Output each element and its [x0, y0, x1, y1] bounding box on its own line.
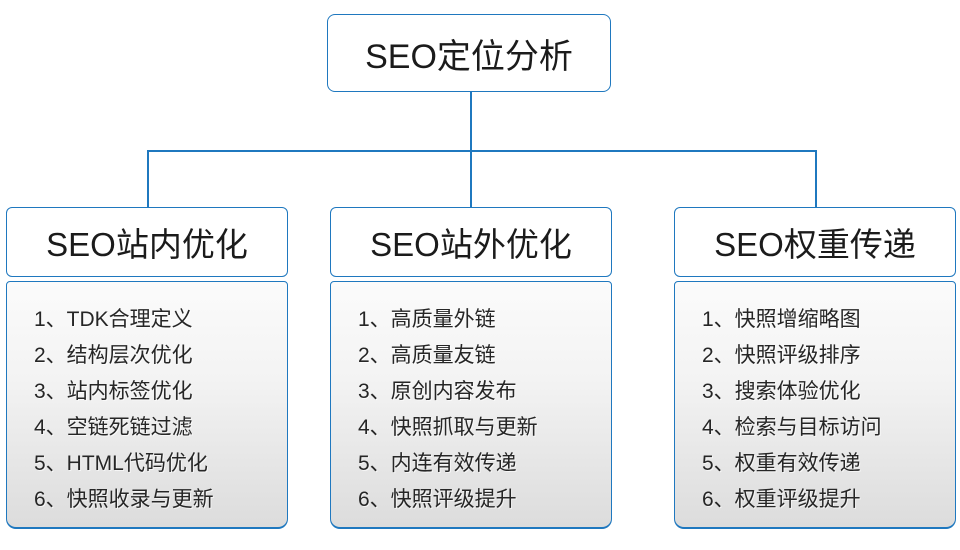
branch-offsite: SEO站外优化 1、高质量外链 2、高质量友链 3、原创内容发布 4、快照抓取与…: [330, 207, 612, 529]
branch-weight-title: SEO权重传递: [714, 226, 916, 263]
list-item: 6、快照收录与更新: [34, 488, 214, 511]
list-item: 6、权重评级提升: [702, 488, 861, 511]
list-item: 6、快照评级提升: [358, 488, 517, 511]
list-item: 1、高质量外链: [358, 308, 496, 331]
branch-weight: SEO权重传递 1、快照增缩略图 2、快照评级排序 3、搜索体验优化 4、检索与…: [674, 207, 956, 529]
root-node: SEO定位分析: [327, 14, 611, 92]
list-item: 4、检索与目标访问: [702, 416, 882, 439]
branch-offsite-panel: 1、高质量外链 2、高质量友链 3、原创内容发布 4、快照抓取与更新 5、内连有…: [330, 281, 612, 529]
root-node-label: SEO定位分析: [365, 37, 573, 76]
list-item: 1、TDK合理定义: [34, 308, 193, 331]
list-item: 3、原创内容发布: [358, 380, 517, 403]
branch-weight-title-box: SEO权重传递: [674, 207, 956, 277]
list-item: 5、HTML代码优化: [34, 452, 208, 475]
connector-root-to-middle: [470, 92, 472, 207]
branch-onsite-title-box: SEO站内优化: [6, 207, 288, 277]
list-item: 2、结构层次优化: [34, 344, 193, 367]
list-item: 2、快照评级排序: [702, 344, 861, 367]
list-item: 3、搜索体验优化: [702, 380, 861, 403]
list-item: 4、空链死链过滤: [34, 416, 193, 439]
connector-drop-right: [815, 150, 817, 207]
branch-onsite-panel: 1、TDK合理定义 2、结构层次优化 3、站内标签优化 4、空链死链过滤 5、H…: [6, 281, 288, 529]
branch-onsite-title: SEO站内优化: [46, 226, 248, 263]
list-item: 2、高质量友链: [358, 344, 496, 367]
connector-horizontal: [147, 150, 816, 152]
list-item: 3、站内标签优化: [34, 380, 193, 403]
list-item: 5、权重有效传递: [702, 452, 861, 475]
branch-offsite-title-box: SEO站外优化: [330, 207, 612, 277]
list-item: 4、快照抓取与更新: [358, 416, 538, 439]
branch-offsite-title: SEO站外优化: [370, 226, 572, 263]
branch-onsite: SEO站内优化 1、TDK合理定义 2、结构层次优化 3、站内标签优化 4、空链…: [6, 207, 288, 529]
list-item: 1、快照增缩略图: [702, 308, 861, 331]
connector-drop-left: [147, 150, 149, 207]
branch-weight-panel: 1、快照增缩略图 2、快照评级排序 3、搜索体验优化 4、检索与目标访问 5、权…: [674, 281, 956, 529]
list-item: 5、内连有效传递: [358, 452, 517, 475]
